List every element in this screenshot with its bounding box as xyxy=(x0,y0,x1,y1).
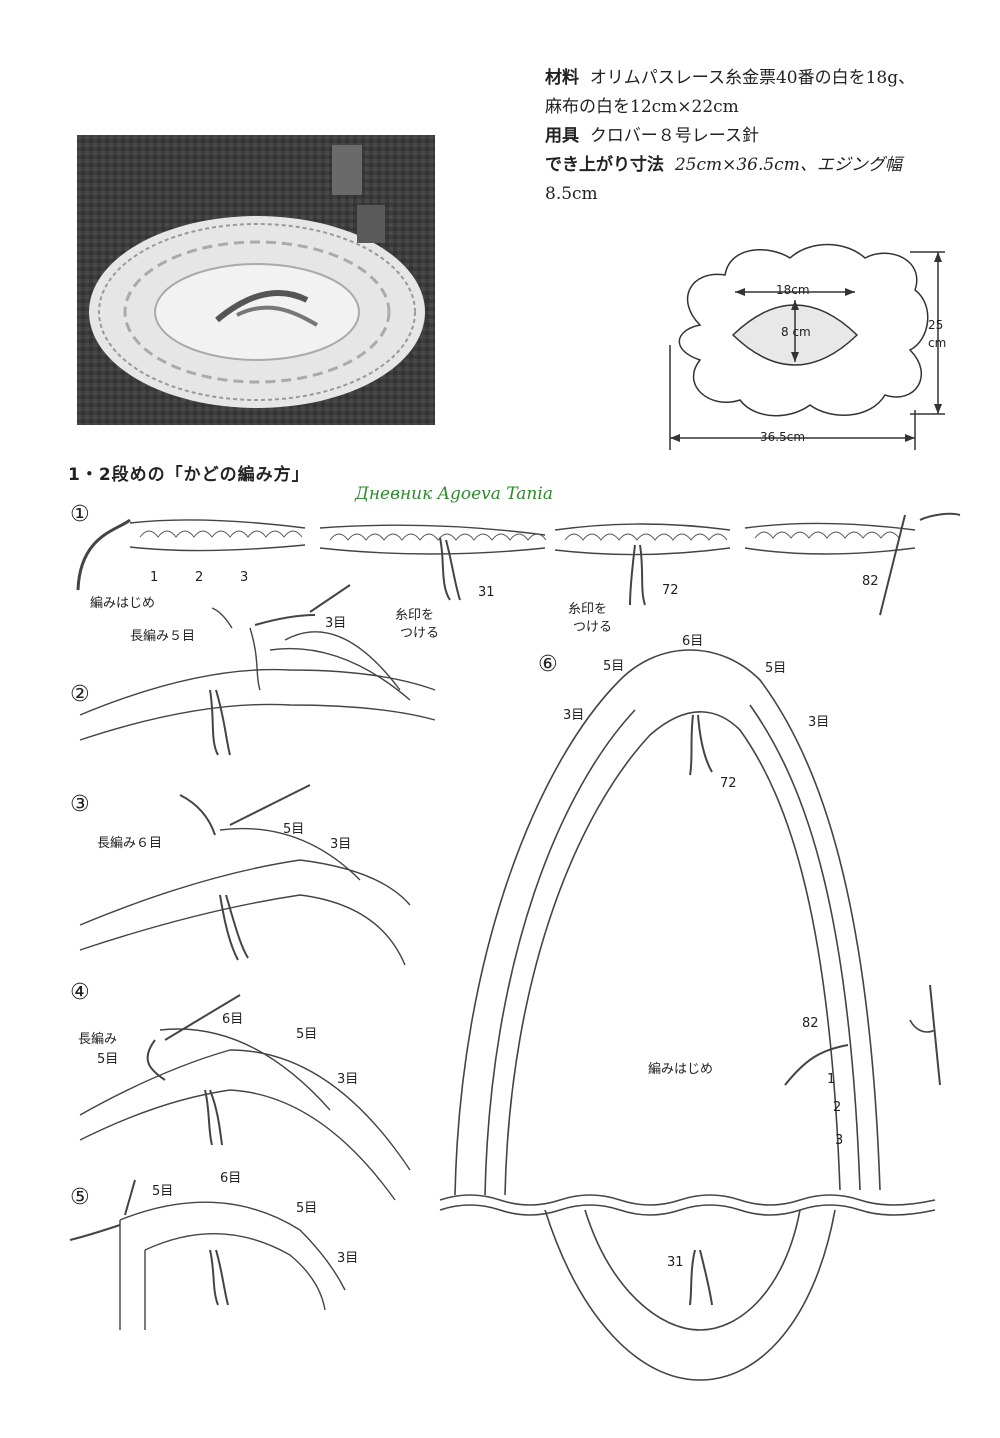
step6-row-1: 1 xyxy=(827,1072,836,1087)
size-arrowheads xyxy=(670,252,942,442)
step-4-number: ④ xyxy=(70,980,90,1005)
step3-drawing xyxy=(79,784,411,966)
step-3-number: ③ xyxy=(70,792,90,817)
section-title: 1・2段めの「かどの編み方」 xyxy=(68,465,310,485)
step2-3-label: 3目 xyxy=(325,616,347,631)
step6-row-2: 2 xyxy=(833,1100,842,1115)
inner-height-label: 8 cm xyxy=(781,325,811,339)
step1-row-1: 1 xyxy=(150,570,159,585)
doily-photo-drawing xyxy=(77,135,435,425)
materials-line-1: 材料 オリムパスレース糸金票40番の白を18g、 xyxy=(545,64,985,93)
step6-5b-label: 5目 xyxy=(765,661,787,676)
edging-width-text: 8.5cm xyxy=(545,184,598,204)
step4-3-label: 3目 xyxy=(337,1072,359,1087)
step6-72-label: 72 xyxy=(720,776,737,791)
mark-label-b-line1: 糸印を xyxy=(568,602,608,617)
materials-label: 材料 xyxy=(545,68,579,88)
size-diagram xyxy=(669,243,945,450)
tools-label: 用具 xyxy=(545,126,579,146)
edging-width-line: 8.5cm xyxy=(545,180,985,209)
doily-photo xyxy=(77,135,435,425)
step-1-number: ① xyxy=(70,502,90,527)
step4-5-label: 5目 xyxy=(296,1027,318,1042)
height-number-label: 25 xyxy=(928,318,944,332)
step2-drawing xyxy=(79,584,436,756)
step4-dc-label-2: 5目 xyxy=(97,1052,119,1067)
mark-label-b-line2: つける xyxy=(573,620,613,635)
step1-stitch-72: 72 xyxy=(662,583,679,598)
step1-row-3: 3 xyxy=(240,570,249,585)
step1-stitch-82: 82 xyxy=(862,574,879,589)
step5-6-label: 6目 xyxy=(220,1171,242,1186)
step-5-number: ⑤ xyxy=(70,1185,90,1210)
step5-3-label: 3目 xyxy=(337,1251,359,1266)
finished-size-label: でき上がり寸法 xyxy=(545,155,664,175)
step6-start-label: 編みはじめ xyxy=(648,1062,714,1077)
step5-5a-label: 5目 xyxy=(152,1184,174,1199)
mark-label-a-line1: 糸印を xyxy=(395,608,435,623)
materials-block: 材料 オリムパスレース糸金票40番の白を18g、 麻布の白を12cm×22cm … xyxy=(545,64,985,209)
materials-yarn: オリムパスレース糸金票40番の白を18g、 xyxy=(589,68,916,88)
materials-line-2: 麻布の白を12cm×22cm xyxy=(545,93,985,122)
step6-5a-label: 5目 xyxy=(603,659,625,674)
step-2-number: ② xyxy=(70,682,90,707)
watermark: Дневник Agoeva Tania xyxy=(355,484,553,504)
step6-3b-label: 3目 xyxy=(808,715,830,730)
tools-text: クロバー８号レース針 xyxy=(589,126,759,146)
mark-label-a-line2: つける xyxy=(400,626,440,641)
inner-width-label: 18cm xyxy=(776,283,810,297)
step6-3a-label: 3目 xyxy=(563,708,585,723)
step5-5b-label: 5目 xyxy=(296,1201,318,1216)
height-unit-label: cm xyxy=(928,336,947,350)
finished-size-text: 25cm×36.5cm、エジング幅 xyxy=(674,155,902,175)
materials-fabric: 麻布の白を12cm×22cm xyxy=(545,97,739,117)
step1-row-2: 2 xyxy=(195,570,204,585)
step4-6-label: 6目 xyxy=(222,1012,244,1027)
step6-6-label: 6目 xyxy=(682,634,704,649)
step1-stitch-31: 31 xyxy=(478,585,495,600)
step6-drawing xyxy=(439,649,941,1381)
step-6-number: ⑥ xyxy=(538,652,558,677)
step4-dc-label-1: 長編み xyxy=(78,1032,118,1047)
step1-start-label: 編みはじめ xyxy=(90,596,156,611)
step4-drawing xyxy=(79,994,411,1201)
step1-chain xyxy=(76,512,961,616)
step1-chain-stitches xyxy=(139,530,900,541)
step3-3-label: 3目 xyxy=(330,837,352,852)
step5-drawing xyxy=(69,1179,346,1330)
step6-82-label: 82 xyxy=(802,1016,819,1031)
step2-dc-label: 長編み５目 xyxy=(130,629,196,644)
step6-row-3: 3 xyxy=(835,1133,844,1148)
width-label: 36.5cm xyxy=(760,430,806,444)
tools-line: 用具 クロバー８号レース針 xyxy=(545,122,985,151)
step6-31-label: 31 xyxy=(667,1255,684,1270)
step3-dc-label: 長編み６目 xyxy=(97,836,163,851)
step3-5-label: 5目 xyxy=(283,822,305,837)
finished-size-line: でき上がり寸法 25cm×36.5cm、エジング幅 xyxy=(545,151,985,180)
